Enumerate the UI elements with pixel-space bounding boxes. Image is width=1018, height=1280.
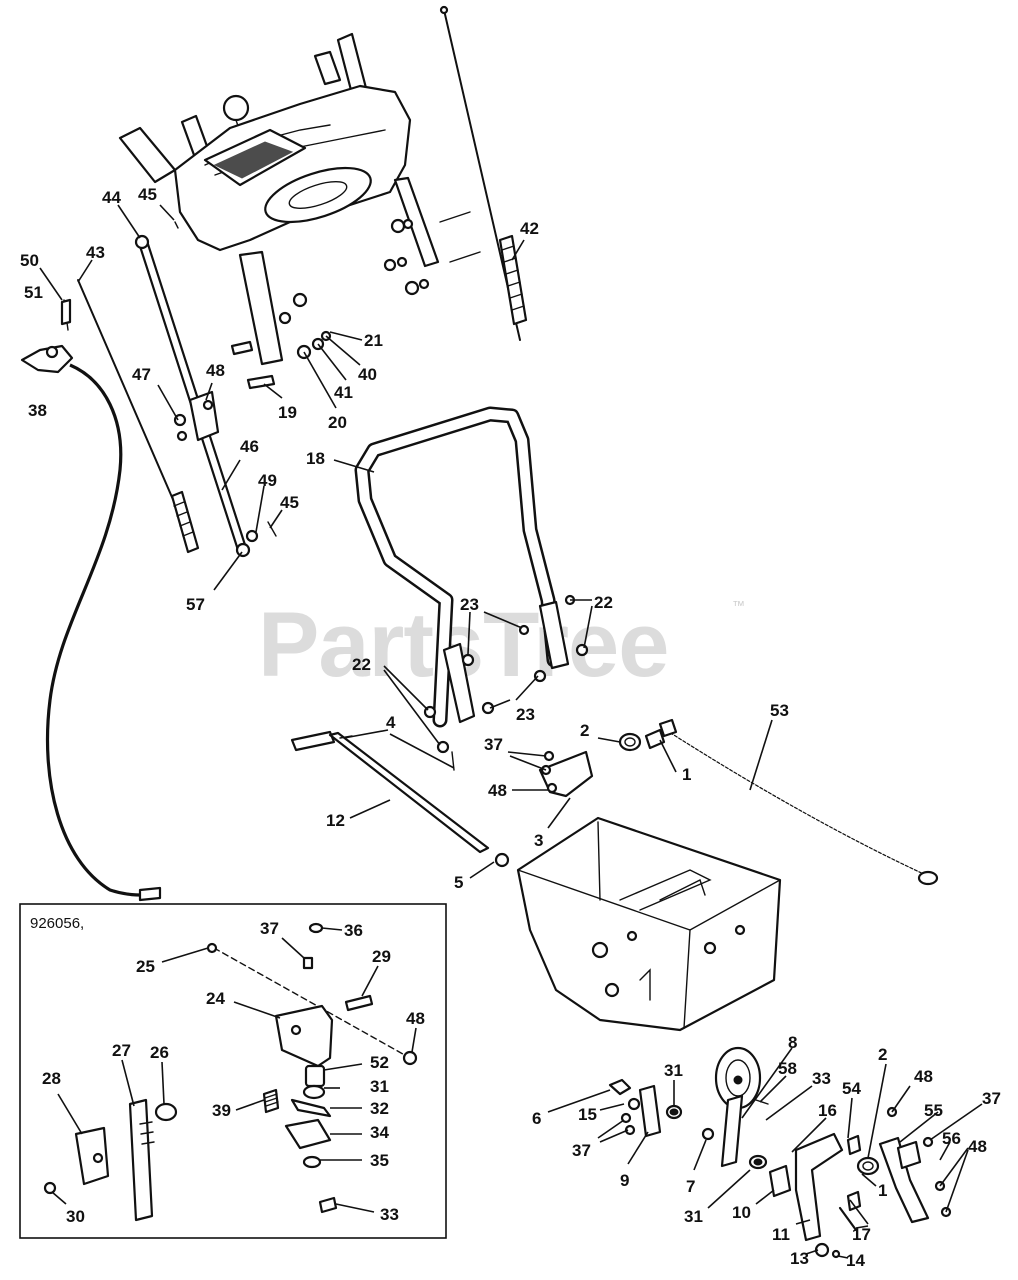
callout-label: 26 — [150, 1043, 169, 1062]
callout-label: 31 — [370, 1077, 389, 1096]
callout-label: 56 — [942, 1129, 961, 1148]
clutch-cable — [658, 718, 939, 886]
callout-label: 19 — [278, 403, 297, 422]
callout-label: 36 — [344, 921, 363, 940]
friction-wheel-assembly — [608, 1046, 952, 1259]
callout-label: 33 — [812, 1069, 831, 1088]
callout-label: 24 — [206, 989, 225, 1008]
callout-label: 37 — [572, 1141, 591, 1160]
callout-label: 22 — [352, 655, 371, 674]
callout-label: 31 — [684, 1207, 703, 1226]
chute-crank-rod — [439, 5, 528, 341]
callout-label: 25 — [136, 957, 155, 976]
callout-label: 45 — [280, 493, 299, 512]
drive-control-cable — [20, 298, 162, 902]
callout-label: 48 — [206, 361, 225, 380]
callout-label: 14 — [846, 1251, 865, 1270]
callout-label: 2 — [580, 721, 589, 740]
callout-label: 45 — [138, 185, 157, 204]
auger-control-rod — [290, 730, 510, 868]
callout-label: 53 — [770, 701, 789, 720]
callout-label: 34 — [370, 1123, 389, 1142]
callout-label: 48 — [914, 1067, 933, 1086]
callout-label: 11 — [772, 1225, 790, 1244]
callout-label: 23 — [460, 595, 479, 614]
callout-label: 50 — [20, 251, 39, 270]
callout-label: 18 — [306, 449, 325, 468]
pivot-bracket — [538, 728, 666, 798]
drive-frame-housing — [516, 816, 782, 1032]
inset-detail-box: 926056, — [19, 903, 447, 1239]
callout-numbers: 44 45 43 50 51 38 47 48 19 20 41 40 21 4… — [20, 185, 1001, 1270]
callout-label: 7 — [686, 1177, 695, 1196]
callout-label: 4 — [386, 713, 396, 732]
callout-label: 5 — [454, 873, 463, 892]
handle-frame — [354, 406, 589, 754]
callout-label: 16 — [818, 1101, 837, 1120]
callout-label: 41 — [334, 383, 353, 402]
callout-label: 32 — [370, 1099, 389, 1118]
callout-label: 17 — [852, 1225, 871, 1244]
callout-label: 52 — [370, 1053, 389, 1072]
callout-label: 9 — [620, 1171, 629, 1190]
watermark-trademark: ™ — [732, 598, 745, 613]
callout-label: 37 — [260, 919, 279, 938]
callout-label: 47 — [132, 365, 151, 384]
callout-label: 22 — [594, 593, 613, 612]
shift-rod — [77, 221, 277, 558]
callout-label: 31 — [664, 1061, 683, 1080]
callout-label: 2 — [878, 1045, 887, 1064]
callout-label: 39 — [212, 1101, 231, 1120]
callout-label: 43 — [86, 243, 105, 262]
callout-label: 6 — [532, 1109, 541, 1128]
callout-label: 54 — [842, 1079, 861, 1098]
callout-label: 49 — [258, 471, 277, 490]
callout-label: 10 — [732, 1203, 751, 1222]
callout-label: 12 — [326, 811, 345, 830]
callout-label: 8 — [788, 1033, 797, 1052]
callout-label: 37 — [982, 1089, 1001, 1108]
callout-label: 29 — [372, 947, 391, 966]
callout-label: 27 — [112, 1041, 131, 1060]
leader-lines — [39, 204, 983, 1259]
callout-label: 28 — [42, 1069, 61, 1088]
callout-label: 55 — [924, 1101, 943, 1120]
callout-label: 21 — [364, 331, 383, 350]
callout-label: 13 — [790, 1249, 809, 1268]
callout-label: 40 — [358, 365, 377, 384]
callout-label: 51 — [24, 283, 43, 302]
callout-label: 30 — [66, 1207, 85, 1226]
callout-label: 1 — [878, 1181, 887, 1200]
upper-handle-assembly — [118, 32, 481, 390]
callout-label: 1 — [682, 765, 691, 784]
callout-label: 48 — [968, 1137, 987, 1156]
inset-model-code: 926056, — [30, 915, 84, 932]
callout-label: 44 — [102, 188, 121, 207]
callout-label: 42 — [520, 219, 539, 238]
callout-label: 37 — [484, 735, 503, 754]
callout-label: 20 — [328, 413, 347, 432]
callout-label: 3 — [534, 831, 543, 850]
callout-label: 23 — [516, 705, 535, 724]
callout-label: 46 — [240, 437, 259, 456]
callout-label: 35 — [370, 1151, 389, 1170]
callout-label: 58 — [778, 1059, 797, 1078]
callout-label: 38 — [28, 401, 47, 420]
callout-label: 15 — [578, 1105, 597, 1124]
callout-label: 48 — [406, 1009, 425, 1028]
callout-label: 33 — [380, 1205, 399, 1224]
callout-label: 57 — [186, 595, 205, 614]
callout-label: 48 — [488, 781, 507, 800]
